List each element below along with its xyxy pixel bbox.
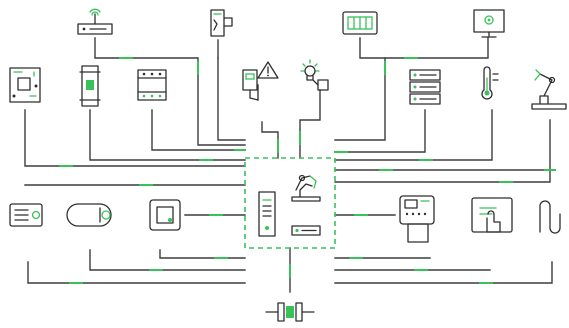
thermometer-probe-icon (481, 66, 499, 100)
server-rack-icon (409, 69, 441, 105)
industrial-pc-icon (258, 191, 276, 237)
smart-bulb-icon (300, 59, 329, 91)
power-meter-icon (210, 9, 233, 37)
motor-icon (66, 203, 112, 227)
cable-probe-icon (539, 200, 561, 234)
fuse-icon (265, 302, 315, 322)
payment-terminal-icon (399, 195, 435, 243)
din-rail-module-icon (79, 65, 101, 107)
relay-module-icon (137, 69, 167, 101)
control-panel-icon (9, 203, 43, 227)
monitor-settings-icon (473, 9, 505, 38)
led-display-icon (342, 11, 378, 35)
wireless-router-icon (77, 8, 113, 35)
network-gateway-icon (291, 225, 321, 236)
connection-lines (24, 37, 553, 293)
touchscreen-icon (471, 197, 513, 233)
signal-highlights (59, 57, 556, 284)
light-switch-icon (149, 199, 181, 231)
industrial-robot-icon (531, 69, 567, 110)
robot-arm-icon (291, 174, 321, 202)
central-hub (244, 157, 336, 249)
circuit-board-icon (9, 67, 41, 103)
sensor-warning-icon (242, 61, 279, 101)
